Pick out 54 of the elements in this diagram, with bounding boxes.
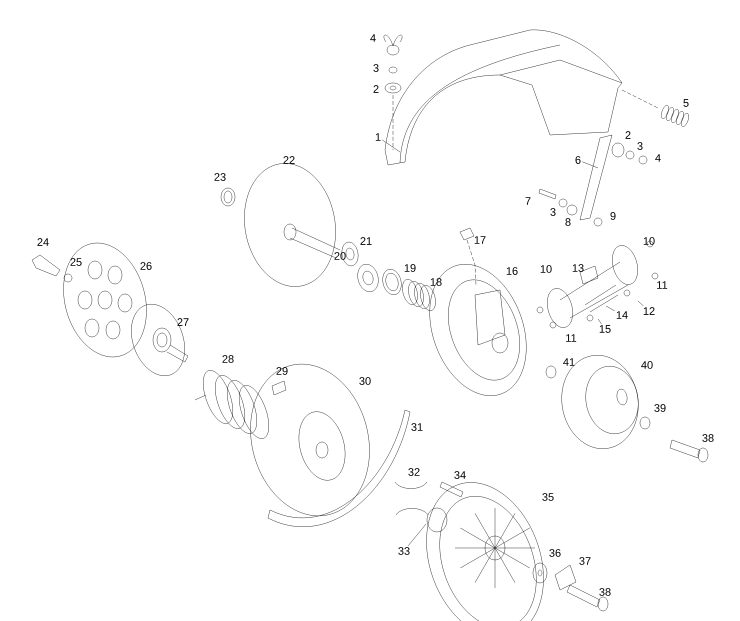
callout-number: 3 (373, 64, 379, 72)
callout-number: 9 (610, 212, 616, 220)
callout-number: 13 (572, 264, 584, 272)
callout-number: 37 (579, 557, 591, 565)
callout-number: 23 (214, 173, 226, 181)
leader-line (582, 162, 598, 168)
callout-number: 39 (654, 404, 666, 412)
callout-number: 22 (283, 156, 295, 164)
leader-line (598, 318, 602, 324)
callout-number: 25 (70, 258, 82, 266)
callout-number: 27 (177, 318, 189, 326)
callout-number: 11 (566, 334, 576, 342)
callout-number: 26 (140, 262, 152, 270)
callout-number: 2 (626, 131, 630, 139)
callout-number: 21 (360, 237, 372, 245)
callout-number: 10 (644, 237, 655, 245)
callout-number: 11 (657, 281, 668, 289)
leader-line (606, 306, 615, 312)
callout-number: 15 (600, 325, 611, 333)
callout-number: 3 (550, 208, 556, 216)
callout-number: 7 (526, 197, 530, 205)
callout-number: 2 (374, 85, 378, 93)
callout-number: 20 (334, 252, 346, 260)
callout-number: 38 (599, 588, 611, 596)
callout-number: 32 (408, 468, 420, 476)
callout-number: 30 (359, 377, 371, 385)
callout-number: 40 (641, 361, 653, 369)
callout-number: 6 (576, 156, 581, 164)
callout-number: 8 (565, 218, 571, 226)
callout-number: 12 (644, 307, 655, 315)
callout-number: 3 (637, 142, 643, 150)
leader-line (408, 524, 426, 546)
callout-number: 10 (540, 265, 552, 273)
callout-number: 1 (376, 133, 381, 141)
callout-number: 18 (430, 278, 442, 286)
callout-number: 35 (542, 493, 554, 501)
leader-line (638, 300, 644, 306)
callout-number: 41 (563, 358, 575, 366)
callout-number: 17 (474, 236, 486, 244)
callout-number: 4 (370, 34, 376, 42)
callout-number: 16 (506, 267, 518, 275)
callout-number: 5 (683, 99, 689, 107)
callout-number: 36 (549, 549, 561, 557)
callout-number: 38 (702, 434, 714, 442)
callout-number: 33 (398, 547, 410, 555)
callout-number: 4 (655, 154, 661, 162)
callout-number: 34 (454, 471, 466, 479)
leader-line (382, 140, 400, 152)
callout-number: 31 (411, 423, 423, 431)
callout-number: 14 (616, 311, 628, 319)
callout-number: 24 (37, 238, 49, 246)
callout-number: 28 (222, 355, 234, 363)
callout-number: 19 (404, 264, 416, 272)
callout-number: 29 (276, 367, 288, 375)
